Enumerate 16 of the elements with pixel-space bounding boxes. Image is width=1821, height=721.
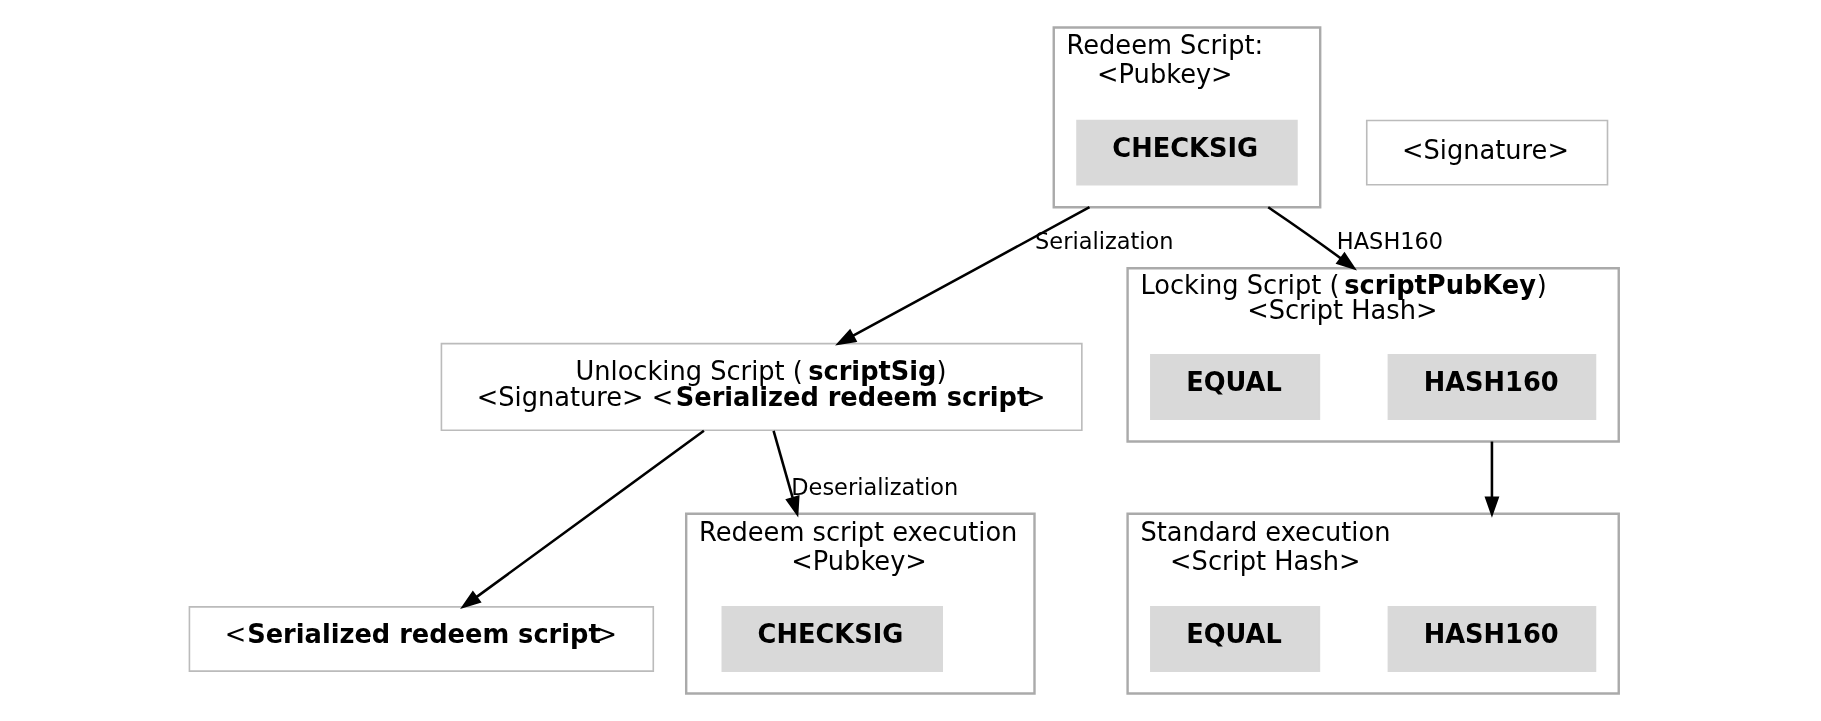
edge-label: Serialization (1035, 228, 1174, 255)
node-box: Unlocking Script (scriptSig) <Signature> <Serialized redeem script> (440, 342, 1083, 432)
node-box: CHECKSIG (1076, 119, 1298, 186)
node-box: CHECKSIG (721, 606, 943, 672)
node-box: HASH160 (1387, 606, 1597, 672)
arrow (772, 430, 800, 518)
arrow (1484, 441, 1500, 518)
edge-label: HASH160 (1336, 228, 1444, 255)
node-box: <Signature> (1365, 119, 1609, 186)
arrow (835, 206, 1091, 346)
arrow (1267, 206, 1357, 271)
node-box: HASH160 (1387, 354, 1597, 420)
edge-label: Deserialization (791, 473, 959, 500)
node-box: EQUAL (1150, 354, 1321, 420)
node-box: EQUAL (1150, 606, 1321, 672)
arrow (460, 429, 705, 610)
